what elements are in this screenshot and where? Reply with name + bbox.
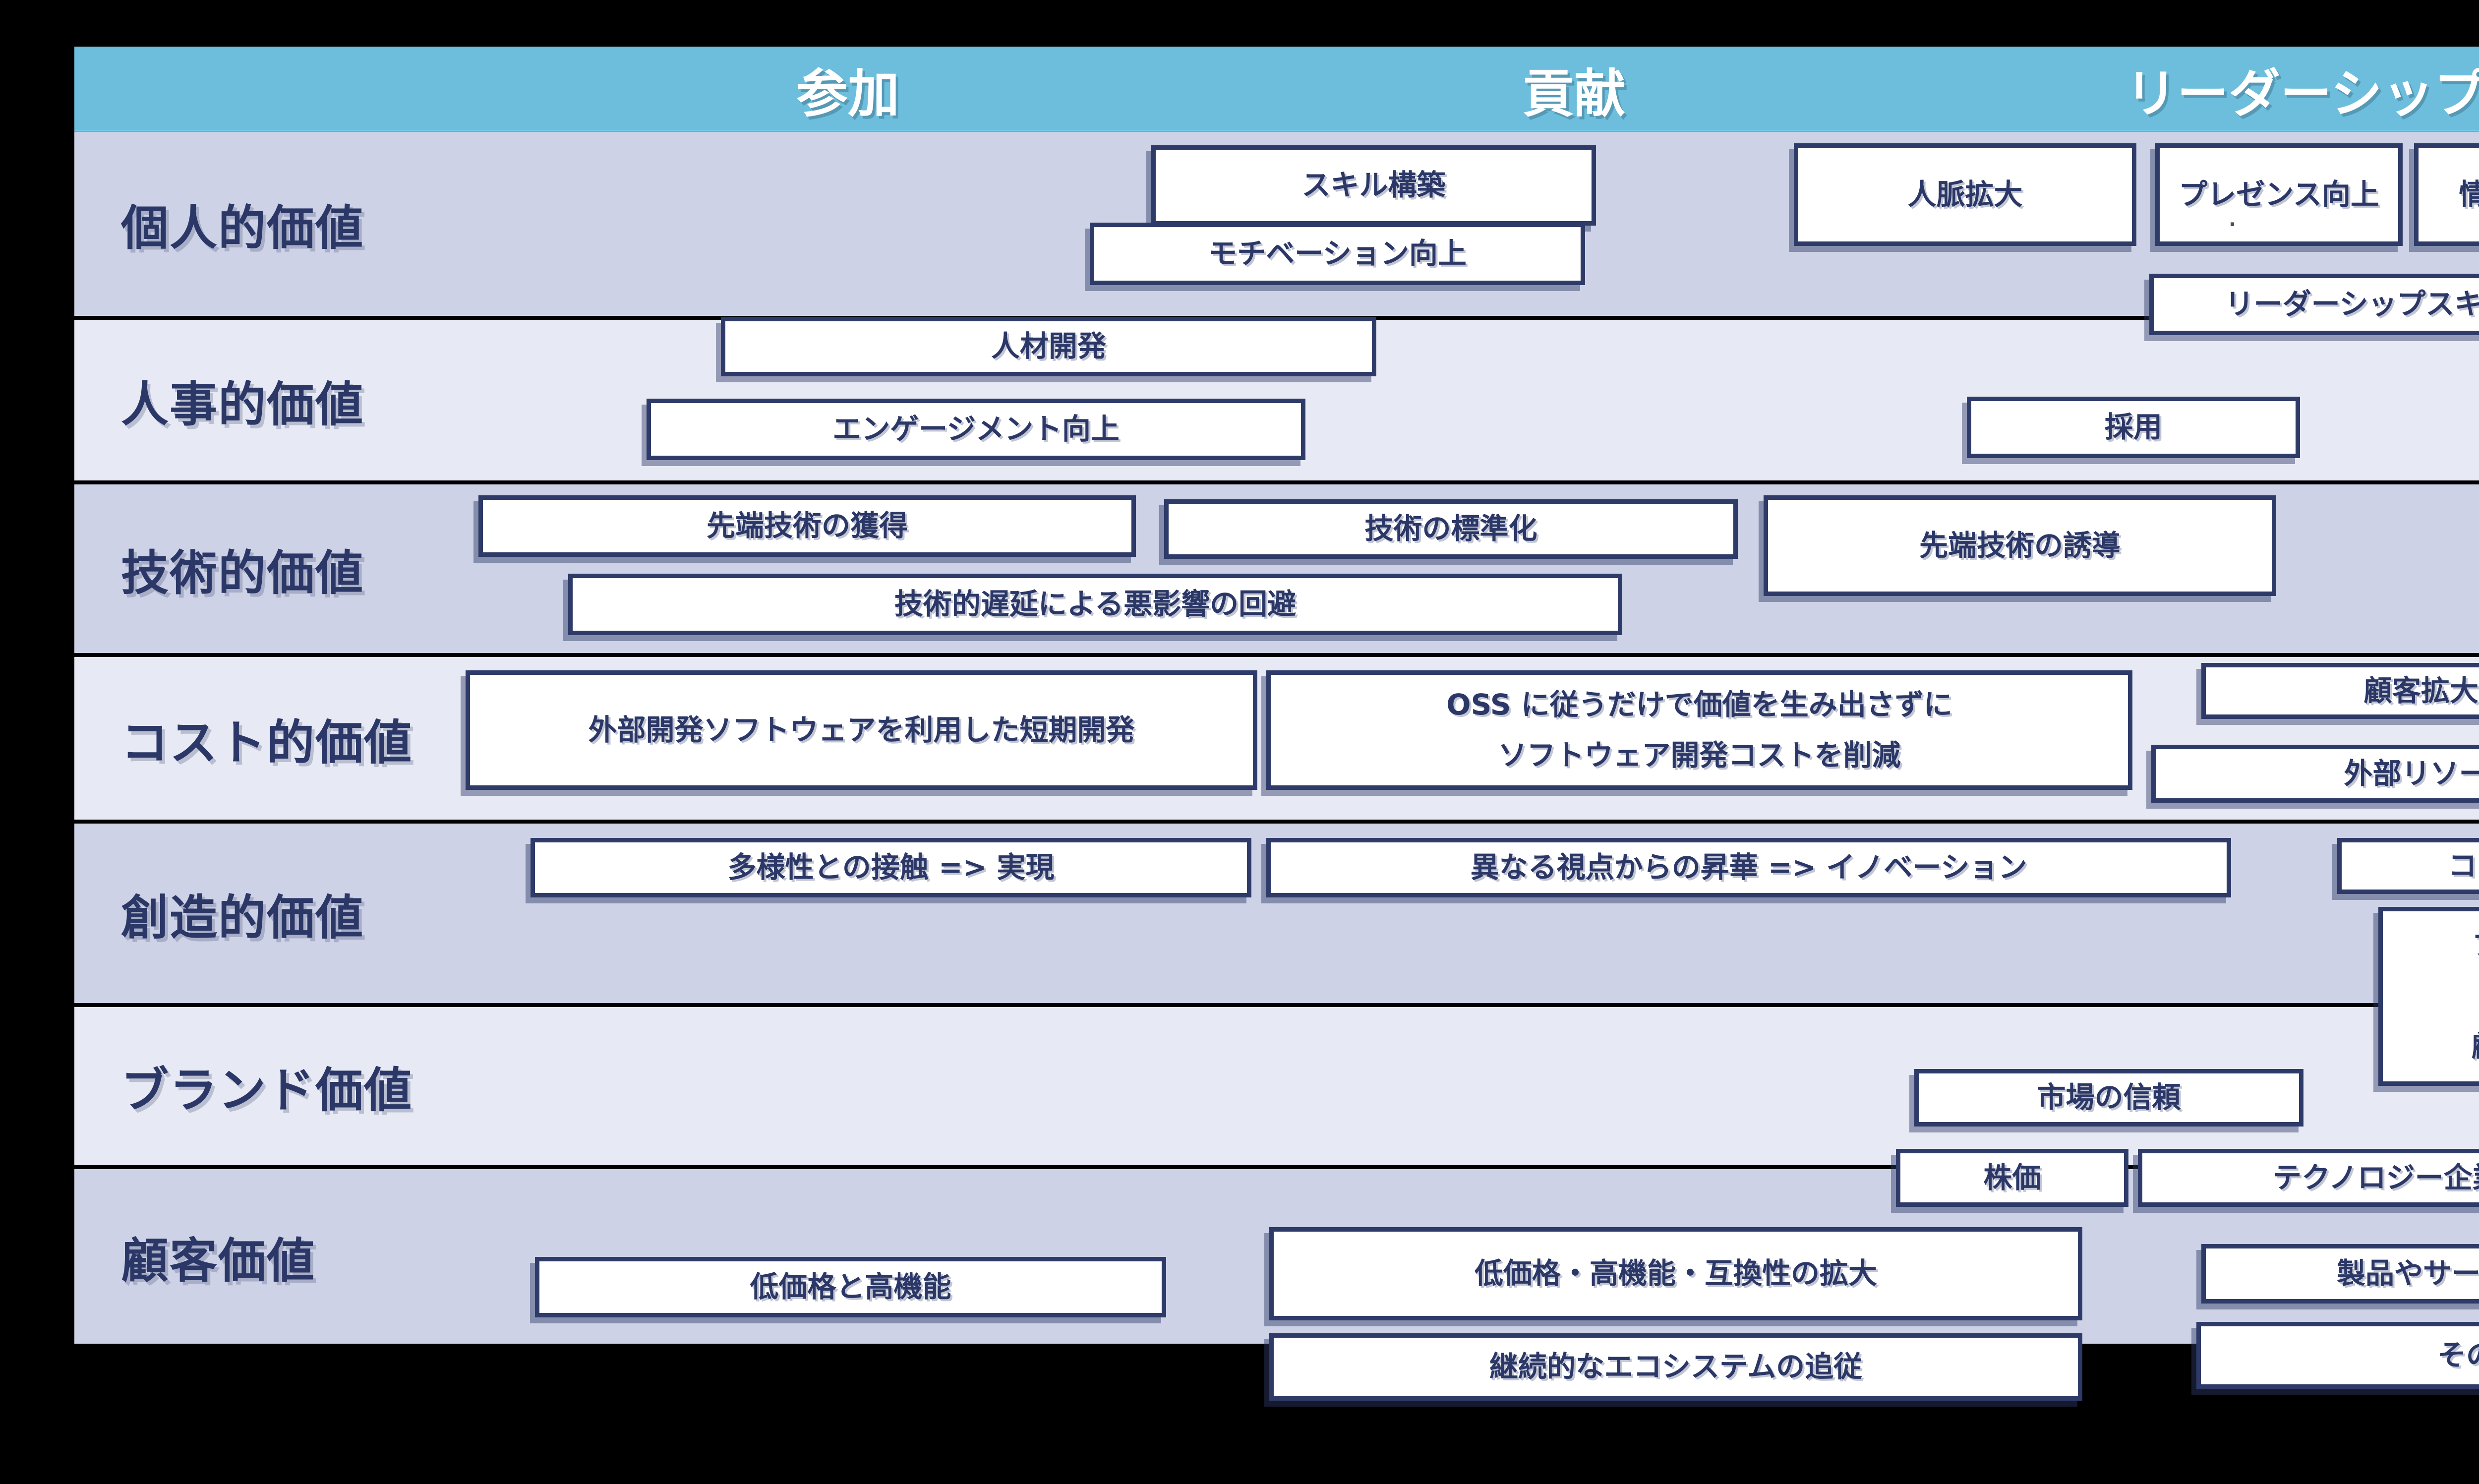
cell-label: 株価	[1983, 1160, 2041, 1194]
cell-label: 先端技術の誘導	[1919, 528, 2121, 562]
cell-network-expansion: 人脈拡大	[1794, 143, 2136, 246]
cell-tech-company-presence: テクノロジー企業としての存在感	[2138, 1149, 2479, 1207]
cell-label: 採用	[2104, 410, 2162, 444]
cell-label: 技術的遅延による悪影響の回避	[894, 587, 1297, 621]
stray-dot-artifact: .	[2229, 208, 2237, 231]
cell-label: コミュニティの獲得	[2448, 848, 2479, 883]
cell-label: 多様性との接触 => 実現	[727, 850, 1055, 885]
cell-recruiting: 採用	[1967, 397, 2300, 458]
cell-label: フィードバック	[2472, 921, 2479, 971]
cell-external-resource-use: 外部リソースの活用	[2151, 745, 2479, 803]
cell-others: その他？？？	[2196, 1322, 2479, 1389]
cell-label: その他？？？	[2437, 1338, 2479, 1372]
cell-feedback-growth: フィードバック 利用拡大 顧客満足度向上	[2378, 907, 2479, 1086]
cell-label: 先端技術の獲得	[706, 509, 908, 543]
cell-label: 低価格と高機能	[750, 1270, 951, 1304]
cell-ecosystem-follow: 継続的なエコシステムの追従	[1269, 1333, 2082, 1401]
cell-advanced-tech-acquisition: 先端技術の獲得	[478, 495, 1136, 557]
row-label-hr-value: 人事的価値	[121, 376, 364, 432]
cell-motivation-up: モチベーション向上	[1090, 223, 1585, 285]
cell-stock-price: 株価	[1896, 1149, 2128, 1207]
cell-label: 人材開発	[991, 329, 1106, 363]
row-label-creative-value: 創造的価値	[121, 890, 364, 946]
cell-label: 情報などの自動的な収集	[2459, 177, 2479, 211]
cell-label: スキル構築	[1301, 168, 1446, 202]
cell-label: 継続的なエコシステムの追従	[1489, 1350, 1863, 1384]
cell-label: 異なる視点からの昇華 => イノベーション	[1470, 850, 2027, 885]
cell-label: 製品やサービスの持続可能性	[2336, 1256, 2479, 1291]
row-label-customer-value: 顧客価値	[121, 1233, 315, 1289]
cell-label: 市場の信頼	[2037, 1080, 2181, 1115]
cell-info-auto-collection: 情報などの自動的な収集	[2414, 143, 2479, 246]
cell-label: テクノロジー企業としての存在感	[2273, 1160, 2479, 1194]
cell-engagement-up: エンゲージメント向上	[647, 399, 1305, 460]
cell-low-price-high-function: 低価格と高機能	[535, 1257, 1166, 1317]
column-header-contribution: 貢献	[1522, 63, 1626, 124]
column-header-band	[74, 47, 2479, 131]
column-header-leadership: リーダーシップ	[2125, 63, 2479, 124]
cell-label: OSS に従うだけで価値を生み出さずに	[1446, 688, 1952, 721]
row-label-cost-value: コスト的価値	[121, 714, 413, 771]
cell-customer-expansion: 顧客拡大	[2201, 663, 2479, 719]
cell-low-price-expansion: 低価格・高機能・互換性の拡大	[1269, 1227, 2082, 1320]
cell-label: 顧客拡大	[2363, 673, 2479, 708]
cell-label: 外部開発ソフトウェアを利用した短期開発	[588, 712, 1135, 747]
cell-label: モチベーション向上	[1208, 237, 1467, 271]
cell-label: 顧客満足度向上	[2471, 1021, 2479, 1072]
cell-presence-up: プレゼンス向上	[2155, 143, 2403, 246]
cell-advanced-tech-guidance: 先端技術の誘導	[1764, 495, 2276, 596]
cell-oss-cost-reduction: OSS に従うだけで価値を生み出さずに ソフトウェア開発コストを削減	[1266, 670, 2132, 790]
cell-label: 人脈拡大	[1907, 177, 2023, 211]
cell-perspective-innovation: 異なる視点からの昇華 => イノベーション	[1266, 838, 2231, 897]
cell-tech-standardization: 技術の標準化	[1164, 499, 1738, 559]
cell-label: 技術の標準化	[1364, 512, 1537, 546]
cell-label: 外部リソースの活用	[2344, 756, 2479, 790]
cell-label: 低価格・高機能・互換性の拡大	[1474, 1256, 1877, 1291]
row-label-personal-value: 個人的価値	[121, 200, 364, 256]
cell-label: プレゼンス向上	[2179, 177, 2379, 211]
cell-leadership-skill-building: リーダーシップスキル構築	[2149, 274, 2479, 335]
cell-label: エンゲージメント向上	[832, 412, 1120, 446]
cell-diversity-contact: 多様性との接触 => 実現	[531, 838, 1251, 897]
cell-product-sustainability: 製品やサービスの持続可能性	[2201, 1244, 2479, 1304]
cell-hr-development: 人材開発	[721, 317, 1376, 376]
cell-community-acquisition: コミュニティの獲得	[2337, 838, 2479, 894]
cell-external-short-term-dev: 外部開発ソフトウェアを利用した短期開発	[466, 670, 1257, 790]
cell-label: ソフトウェア開発コストを削減	[1498, 738, 1901, 772]
cell-market-trust: 市場の信頼	[1914, 1069, 2303, 1127]
cell-tech-delay-avoidance: 技術的遅延による悪影響の回避	[568, 574, 1622, 635]
cell-skill-building: スキル構築	[1151, 145, 1596, 226]
row-label-brand-value: ブランド価値	[121, 1063, 413, 1118]
row-label-technical-value: 技術的価値	[121, 545, 364, 601]
column-header-participation: 参加	[796, 63, 899, 124]
cell-label: リーダーシップスキル構築	[2225, 287, 2479, 321]
